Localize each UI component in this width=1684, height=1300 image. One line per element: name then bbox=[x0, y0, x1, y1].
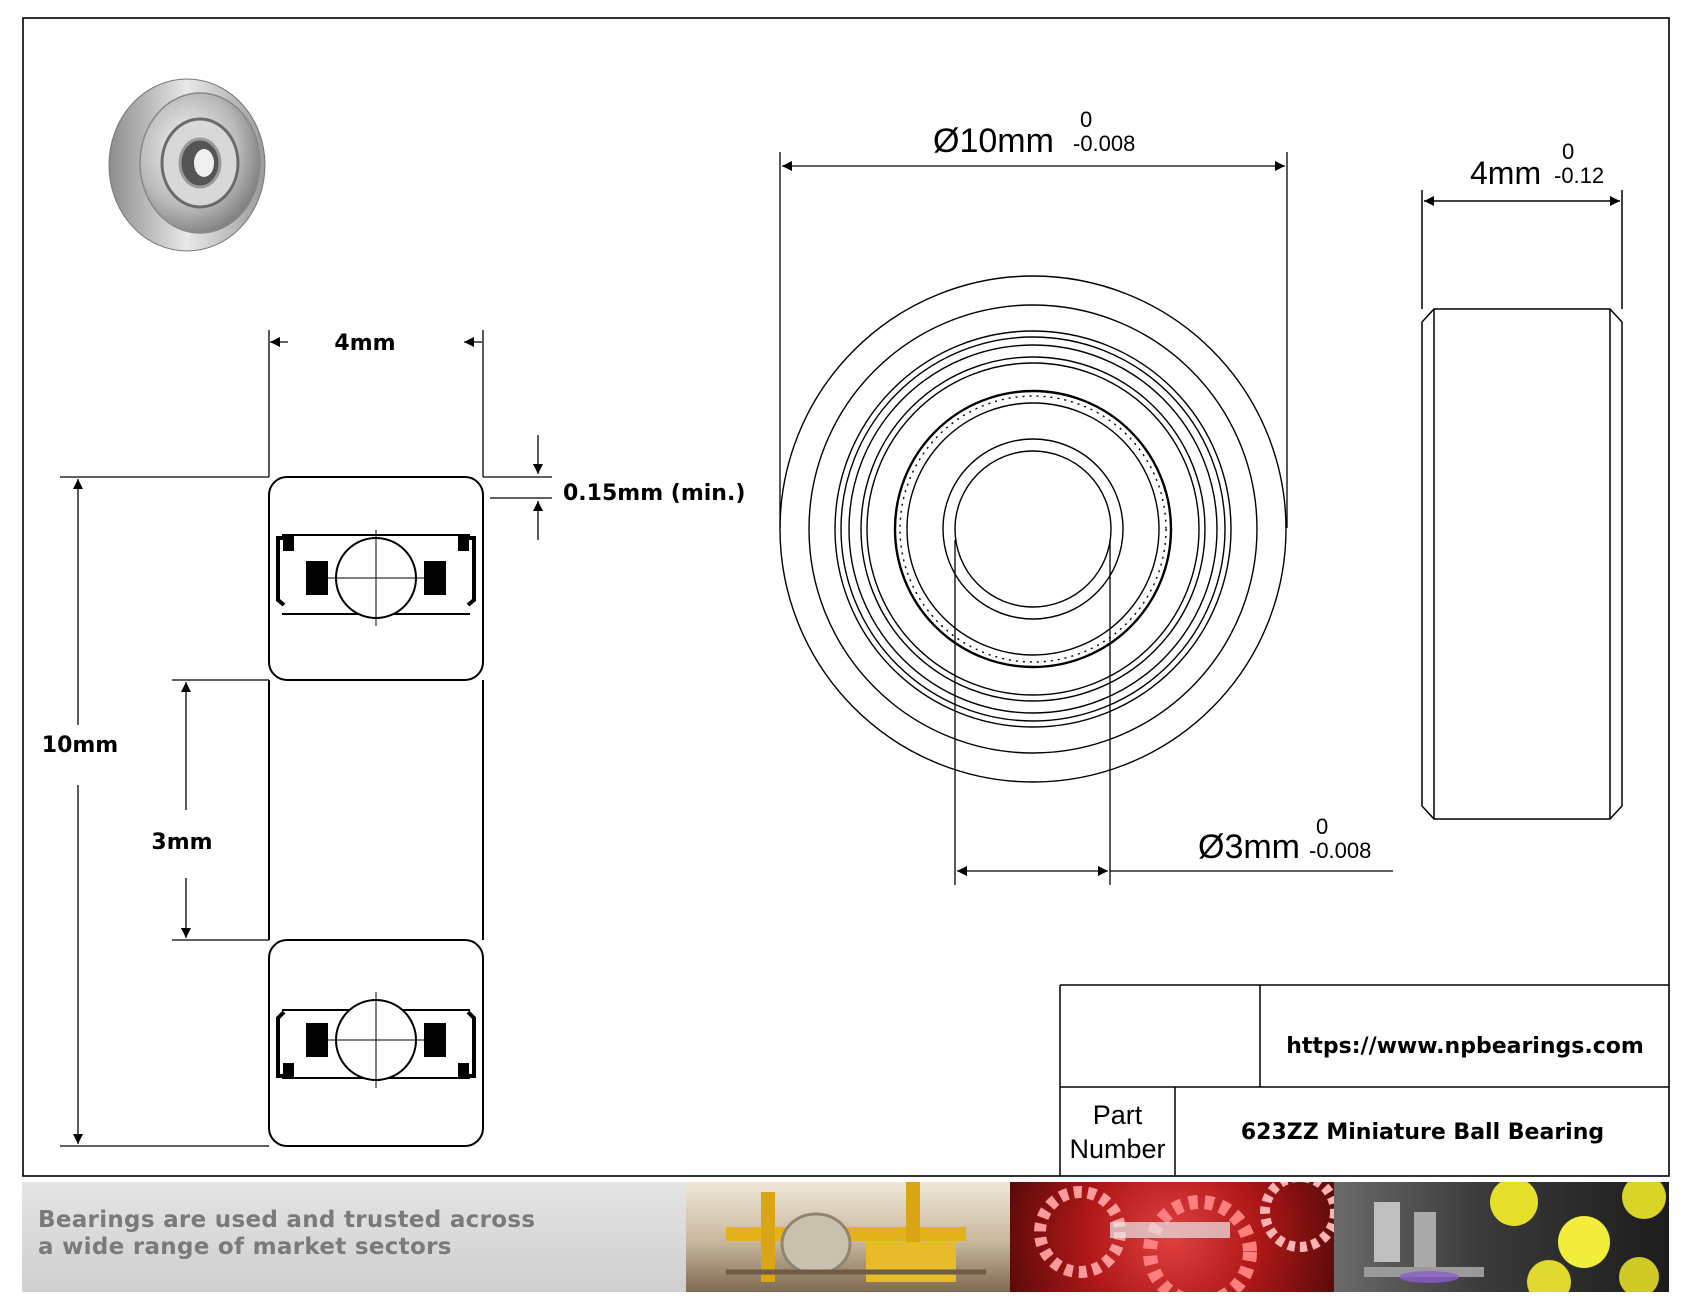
title-block-lines bbox=[1059, 984, 1669, 1176]
width-nominal: 4mm bbox=[1470, 155, 1541, 191]
width-upper-tol: 0 bbox=[1562, 139, 1574, 164]
part-label-line1: Part bbox=[1092, 1100, 1143, 1130]
side-view bbox=[1421, 190, 1623, 820]
bore-nominal: Ø3mm bbox=[1198, 828, 1300, 866]
cross-section-view bbox=[268, 476, 484, 1147]
banner-line-2: a wide range of market sectors bbox=[38, 1234, 452, 1260]
microscope-image bbox=[1334, 1182, 1669, 1292]
front-view bbox=[779, 275, 1287, 783]
industrial-gears-image bbox=[1010, 1182, 1340, 1292]
section-dimensions bbox=[60, 330, 552, 1147]
bore-upper-tol: 0 bbox=[1316, 814, 1328, 839]
bore-lower-tol: -0.008 bbox=[1309, 838, 1371, 863]
front-dimensions bbox=[779, 152, 1393, 885]
part-label-line2: Number bbox=[1069, 1134, 1166, 1164]
drawing-border bbox=[22, 17, 1670, 1177]
section-od-label: 10mm bbox=[42, 733, 118, 758]
chamfer-label: 0.15mm (min.) bbox=[563, 481, 745, 506]
part-number-value-cell: 623ZZ Miniature Ball Bearing bbox=[1176, 1088, 1669, 1176]
market-sectors-banner: Bearings are used and trusted across a w… bbox=[22, 1182, 1669, 1292]
part-number-value: 623ZZ Miniature Ball Bearing bbox=[1240, 1119, 1605, 1145]
width-lower-tol: -0.12 bbox=[1554, 163, 1604, 188]
part-number-label-cell: Part Number bbox=[1061, 1088, 1174, 1176]
section-width-label: 4mm bbox=[334, 331, 395, 356]
section-bore-label: 3mm bbox=[151, 830, 212, 855]
website-cell: https://www.npbearings.com bbox=[1261, 1004, 1669, 1088]
mining-machinery-image bbox=[686, 1182, 1010, 1292]
od-upper-tol: 0 bbox=[1080, 107, 1092, 132]
bearing-photo bbox=[108, 78, 266, 252]
website-link[interactable]: https://www.npbearings.com bbox=[1286, 1033, 1644, 1059]
od-lower-tol: -0.008 bbox=[1073, 131, 1135, 156]
banner-line-1: Bearings are used and trusted across bbox=[38, 1207, 536, 1233]
banner-text-panel: Bearings are used and trusted across a w… bbox=[22, 1182, 686, 1292]
od-nominal: Ø10mm bbox=[933, 122, 1054, 160]
